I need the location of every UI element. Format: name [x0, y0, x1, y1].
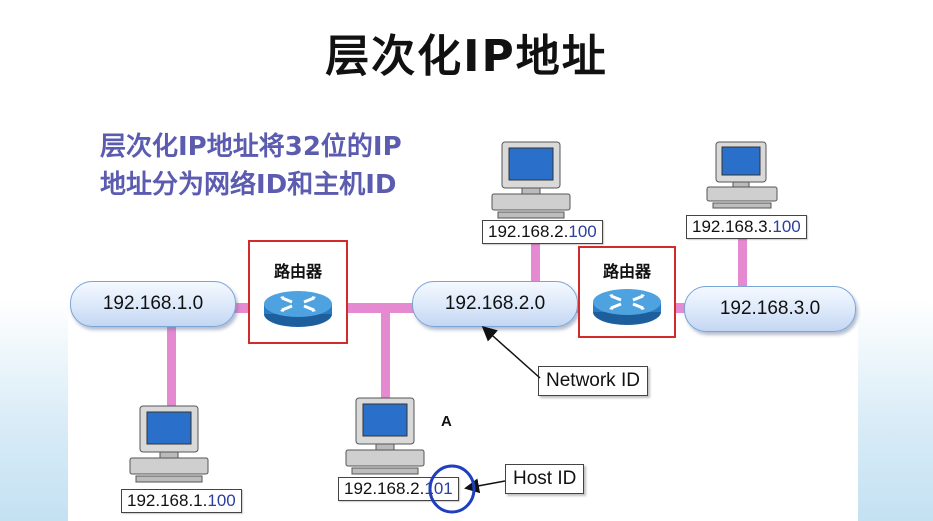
host-id-highlight-circle — [428, 464, 476, 514]
ip-label-hostA: 192.168.2.101 — [338, 477, 459, 501]
ip-host-part: 100 — [568, 222, 597, 241]
host-id-callout: Host ID — [505, 464, 585, 494]
description-line-2: 地址分为网络ID和主机ID — [100, 170, 397, 200]
ip-network-part: 192.168.1. — [127, 491, 208, 510]
ip-label-host2: 192.168.2.100 — [482, 220, 603, 244]
drop-line-host2 — [531, 240, 540, 286]
ip-network-part: 192.168.3. — [692, 217, 773, 236]
network-192-168-2-0: 192.168.2.0 — [412, 281, 578, 327]
page-title: 层次化IP地址 — [325, 31, 608, 82]
router-2-label: 路由器 — [602, 262, 651, 281]
network-id-callout: Network ID — [538, 366, 648, 396]
drop-line-hostA — [381, 310, 390, 406]
computer-icon-host1 — [129, 405, 209, 483]
ip-network-part: 192.168.2. — [344, 479, 425, 498]
ip-host-part: 100 — [772, 217, 801, 236]
router-1-label: 路由器 — [273, 262, 322, 281]
ip-label-host1: 192.168.1.100 — [121, 489, 242, 513]
ip-host-part: 100 — [207, 491, 236, 510]
description-line-1: 层次化IP地址将32位的IP — [100, 132, 402, 162]
router-icon — [593, 289, 661, 325]
router-1-frame: 路由器 — [248, 240, 348, 344]
network-id-arrow — [481, 326, 541, 379]
host-a-marker: A — [441, 413, 452, 430]
ip-network-part: 192.168.2. — [488, 222, 569, 241]
network-192-168-3-0: 192.168.3.0 — [684, 286, 856, 332]
computer-icon-hostA — [345, 397, 425, 475]
network-192-168-1-0: 192.168.1.0 — [70, 281, 236, 327]
drop-line-host3 — [738, 236, 747, 290]
router-icon — [264, 291, 332, 327]
drop-line-host1 — [167, 322, 176, 412]
ip-label-host3: 192.168.3.100 — [686, 215, 807, 239]
computer-icon-host2 — [491, 141, 571, 219]
description-text: 层次化IP地址将32位的IP 地址分为网络ID和主机ID — [100, 128, 460, 204]
computer-icon-host3 — [706, 141, 778, 209]
router-2-frame: 路由器 — [578, 246, 676, 338]
